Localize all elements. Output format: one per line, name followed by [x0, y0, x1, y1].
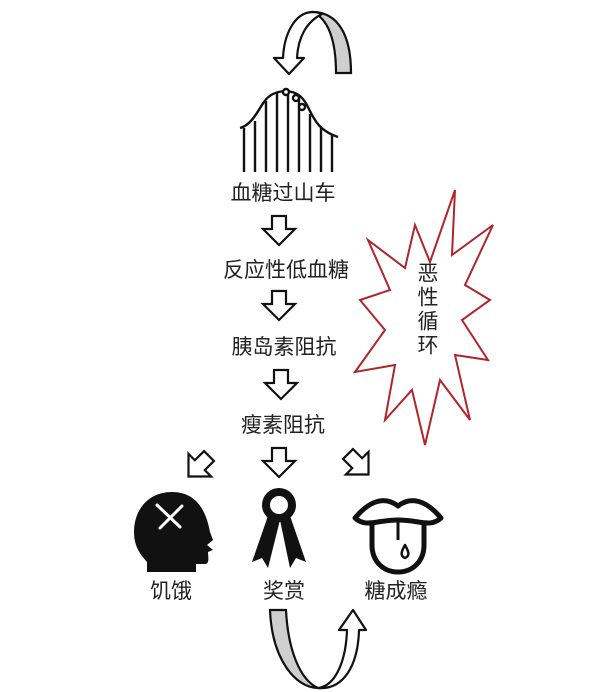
- arrow-down-left-icon: [176, 443, 222, 489]
- arrow-down-right-icon: [335, 441, 381, 487]
- roller-coaster-icon: [239, 87, 339, 172]
- top-cycle-arrow-icon: [272, 10, 353, 76]
- arrow-down-icon: [261, 289, 297, 322]
- vicious-cycle-label: 恶性循环: [415, 262, 439, 358]
- bottom-cycle-arrow-icon: [268, 608, 368, 690]
- step-reactive-hypoglycemia: 反应性低血糖: [223, 258, 349, 282]
- arrow-down-icon: [261, 214, 297, 247]
- outcome-reward: 奖赏: [263, 579, 305, 603]
- reward-ribbon-icon: [252, 488, 306, 568]
- arrow-down-icon: [263, 368, 299, 401]
- step-blood-sugar-rollercoaster: 血糖过山车: [231, 181, 336, 205]
- tongue-mouth-icon: [352, 498, 444, 575]
- starburst-shape: [352, 189, 494, 446]
- arrow-down-icon: [261, 446, 297, 479]
- hungry-head-icon: [134, 492, 213, 572]
- outcome-hunger: 饥饿: [150, 579, 192, 603]
- step-leptin-resistance: 瘦素阻抗: [241, 413, 325, 437]
- outcome-sugar-addiction: 糖成瘾: [365, 579, 428, 603]
- step-insulin-resistance: 胰岛素阻抗: [232, 335, 337, 359]
